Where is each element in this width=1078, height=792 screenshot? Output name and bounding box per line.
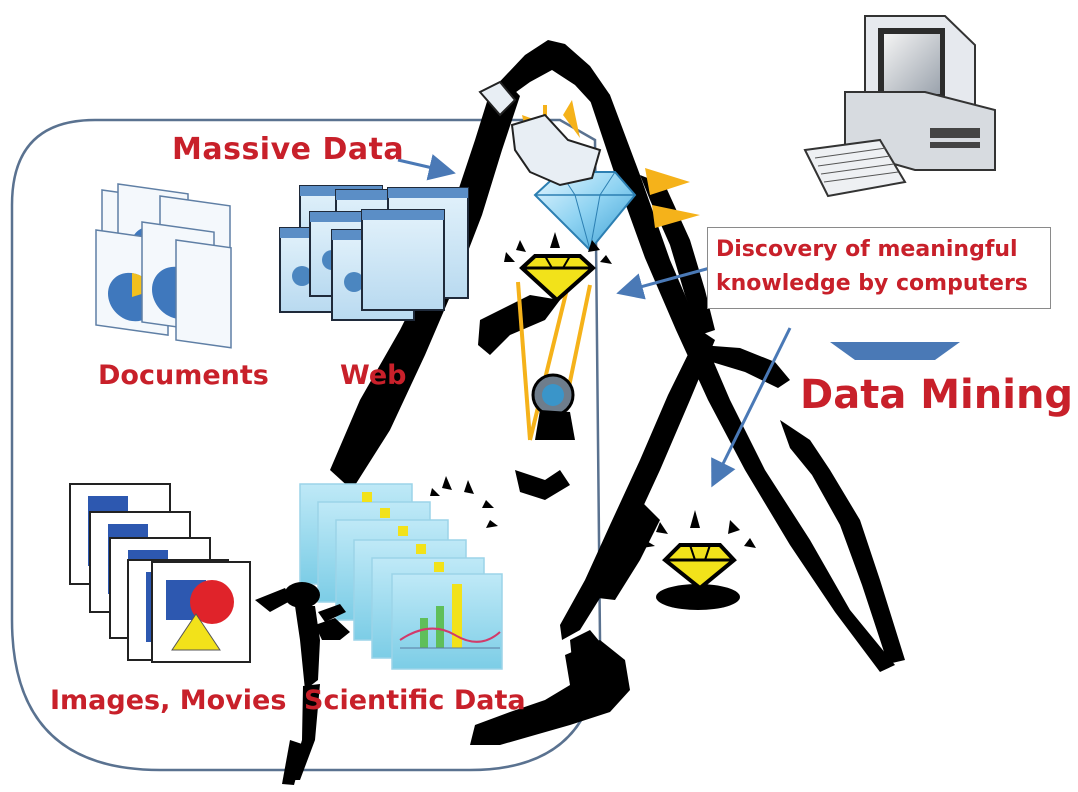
yellow-gem-icon: [642, 510, 756, 610]
web-page-stack-icon: [279, 185, 469, 321]
document-stack-icon: [95, 183, 232, 349]
documents-label: Documents: [98, 360, 269, 391]
scientific-chart-stack-icon: [299, 483, 503, 670]
down-arrow-icon: [830, 342, 960, 360]
computer-icon: [803, 15, 996, 198]
yellow-gem-icon: [504, 232, 612, 303]
flashlight-icon: [531, 373, 575, 440]
data-mining-label: Data Mining: [800, 372, 1074, 418]
scientific-data-label: Scientific Data: [304, 685, 526, 716]
hand-holding-icon: [478, 80, 602, 187]
web-label: Web: [340, 360, 407, 391]
discovery-line-2: knowledge by computers: [716, 271, 1028, 296]
discovery-callout-box: Discovery of meaningful knowledge by com…: [707, 227, 1051, 309]
diamond-gem-icon: [533, 171, 637, 252]
image-stack-icon: [69, 483, 251, 663]
images-movies-label: Images, Movies: [50, 685, 287, 716]
spark-marks: [430, 476, 498, 528]
discovery-line-1: Discovery of meaningful: [716, 237, 1018, 262]
callout-arrows: [397, 154, 792, 488]
massive-data-label: Massive Data: [172, 132, 405, 167]
miner-figure-icon: [255, 582, 350, 785]
